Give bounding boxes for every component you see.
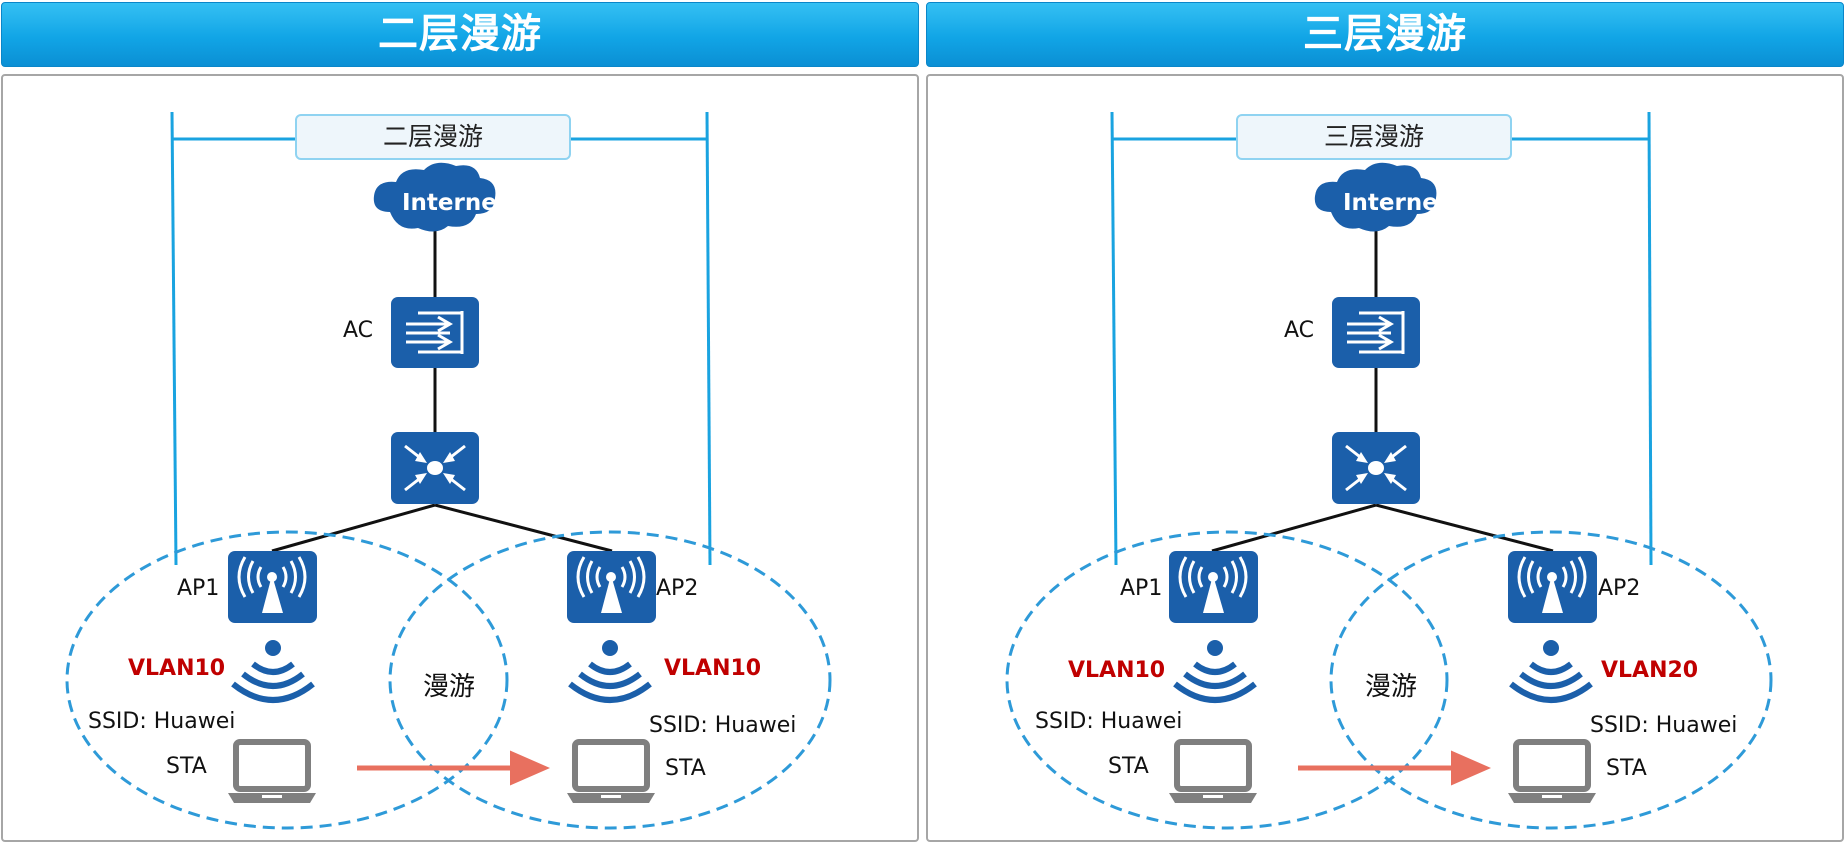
laptop-icon — [228, 739, 316, 803]
wifi-signal-icon — [1509, 640, 1593, 703]
internet-cloud-icon — [373, 162, 496, 232]
ap2-label: AP2 — [656, 576, 699, 601]
wifi-signal-icon — [231, 640, 315, 703]
access-point-icon — [1169, 551, 1258, 623]
roaming-type-label: 二层漫游 — [295, 114, 571, 160]
laptop-icon — [567, 739, 655, 803]
switch-icon — [1332, 432, 1420, 504]
roaming-mid-label: 漫游 — [1365, 672, 1418, 702]
topology-diagram — [65, 111, 832, 830]
panel-header: 三层漫游 — [926, 2, 1844, 67]
link-switch-ap1 — [1211, 503, 1377, 553]
sta-left-label: STA — [1108, 754, 1149, 779]
link-switch-ap2 — [434, 503, 613, 553]
ac-label: AC — [343, 318, 374, 343]
sta-left-label: STA — [166, 754, 207, 779]
link-switch-ap2 — [1375, 503, 1554, 553]
coverage-ap1 — [65, 530, 509, 830]
coverage-ap1 — [1005, 530, 1449, 830]
panel-header: 二层漫游 — [1, 2, 919, 67]
ssid-left-label: SSID: Huawei — [1035, 709, 1183, 734]
sta-right-label: STA — [665, 756, 706, 781]
coverage-ap2 — [1329, 530, 1773, 830]
access-point-icon — [228, 551, 317, 623]
sta-right-label: STA — [1606, 756, 1647, 781]
bracket-line-right — [705, 111, 712, 566]
switch-icon — [391, 432, 479, 504]
link-switch-ap1 — [271, 503, 436, 553]
vlan-right-label: VLAN20 — [1601, 658, 1699, 683]
ac-label: AC — [1284, 318, 1315, 343]
laptop-icon — [1169, 739, 1257, 803]
ap1-label: AP1 — [1120, 576, 1163, 601]
ac-controller-icon — [1332, 297, 1420, 368]
wifi-signal-icon — [1173, 640, 1257, 703]
coverage-ap2 — [388, 530, 832, 830]
bracket-line-left — [1110, 111, 1118, 566]
access-point-icon — [1508, 551, 1597, 623]
panel-layer3-roaming: 三层漫游 — [925, 0, 1846, 845]
bracket-line-right — [1647, 111, 1653, 566]
internet-cloud-icon — [1314, 162, 1437, 232]
vlan-right-label: VLAN10 — [664, 656, 762, 681]
topology-diagram — [1005, 111, 1773, 830]
ssid-right-label: SSID: Huawei — [1590, 713, 1738, 738]
ap2-label: AP2 — [1598, 576, 1641, 601]
ssid-left-label: SSID: Huawei — [88, 709, 236, 734]
ssid-right-label: SSID: Huawei — [649, 713, 797, 738]
roaming-type-label: 三层漫游 — [1236, 114, 1512, 160]
ap1-label: AP1 — [177, 576, 220, 601]
access-point-icon — [567, 551, 656, 623]
vlan-left-label: VLAN10 — [128, 656, 226, 681]
vlan-left-label: VLAN10 — [1068, 658, 1166, 683]
laptop-icon — [1508, 739, 1596, 803]
roaming-mid-label: 漫游 — [423, 672, 476, 702]
ac-controller-icon — [391, 297, 479, 368]
wifi-signal-icon — [568, 640, 652, 703]
internet-label: Internet — [402, 190, 508, 216]
bracket-line-left — [170, 111, 178, 566]
internet-label: Internet — [1343, 190, 1449, 216]
panel-layer2-roaming: 二层漫游 — [0, 0, 921, 845]
